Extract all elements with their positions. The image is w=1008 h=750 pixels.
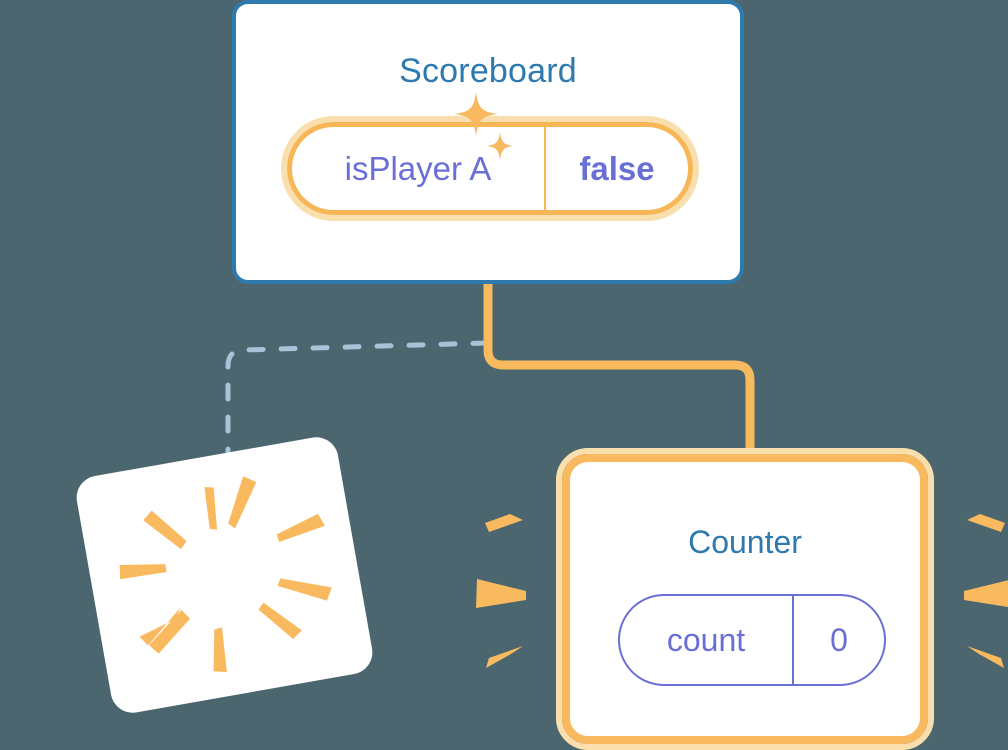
burst-icon-counter-right [964, 514, 1008, 668]
counter-state-value: 0 [830, 621, 848, 658]
burst-ray [213, 627, 227, 673]
sparkle-icon-group [454, 92, 513, 160]
counter-state-key: count [620, 596, 794, 684]
burst-ray [139, 607, 181, 646]
scoreboard-pill-body: isPlayer A false [287, 122, 693, 215]
scoreboard-card[interactable]: Scoreboard isPlayer A false [232, 0, 744, 284]
scoreboard-title: Scoreboard [399, 52, 577, 90]
burst-icon-blank-card [119, 476, 332, 673]
burst-ray [485, 514, 523, 532]
burst-icon-counter-left [476, 514, 526, 668]
burst-ray [149, 610, 191, 654]
burst-ray [476, 579, 526, 608]
burst-ray [119, 564, 167, 580]
burst-ray [967, 646, 1004, 668]
burst-ray [143, 510, 187, 550]
scoreboard-state-key: isPlayer A [292, 127, 546, 210]
sparkle-icon-large [454, 92, 498, 136]
counter-card-body: Counter count 0 [562, 454, 928, 744]
counter-title: Counter [688, 524, 802, 560]
sparkle-icon-small [487, 132, 513, 160]
burst-ray [204, 487, 218, 530]
burst-ray [486, 646, 523, 668]
burst-ray [276, 513, 325, 543]
counter-card[interactable]: Counter count 0 [556, 448, 934, 750]
blank-card[interactable] [73, 433, 376, 717]
burst-ray [964, 580, 1008, 608]
burst-ray [277, 578, 332, 601]
solid-connector-scoreboard-to-counter [483, 284, 755, 460]
burst-ray [228, 476, 257, 529]
burst-ray [258, 602, 302, 640]
burst-ray [967, 514, 1005, 532]
scoreboard-pill-glow [281, 116, 699, 221]
counter-state-pill[interactable]: count 0 [618, 594, 886, 686]
scoreboard-state-pill[interactable]: isPlayer A false [281, 116, 699, 221]
scoreboard-state-value: false [579, 149, 655, 187]
